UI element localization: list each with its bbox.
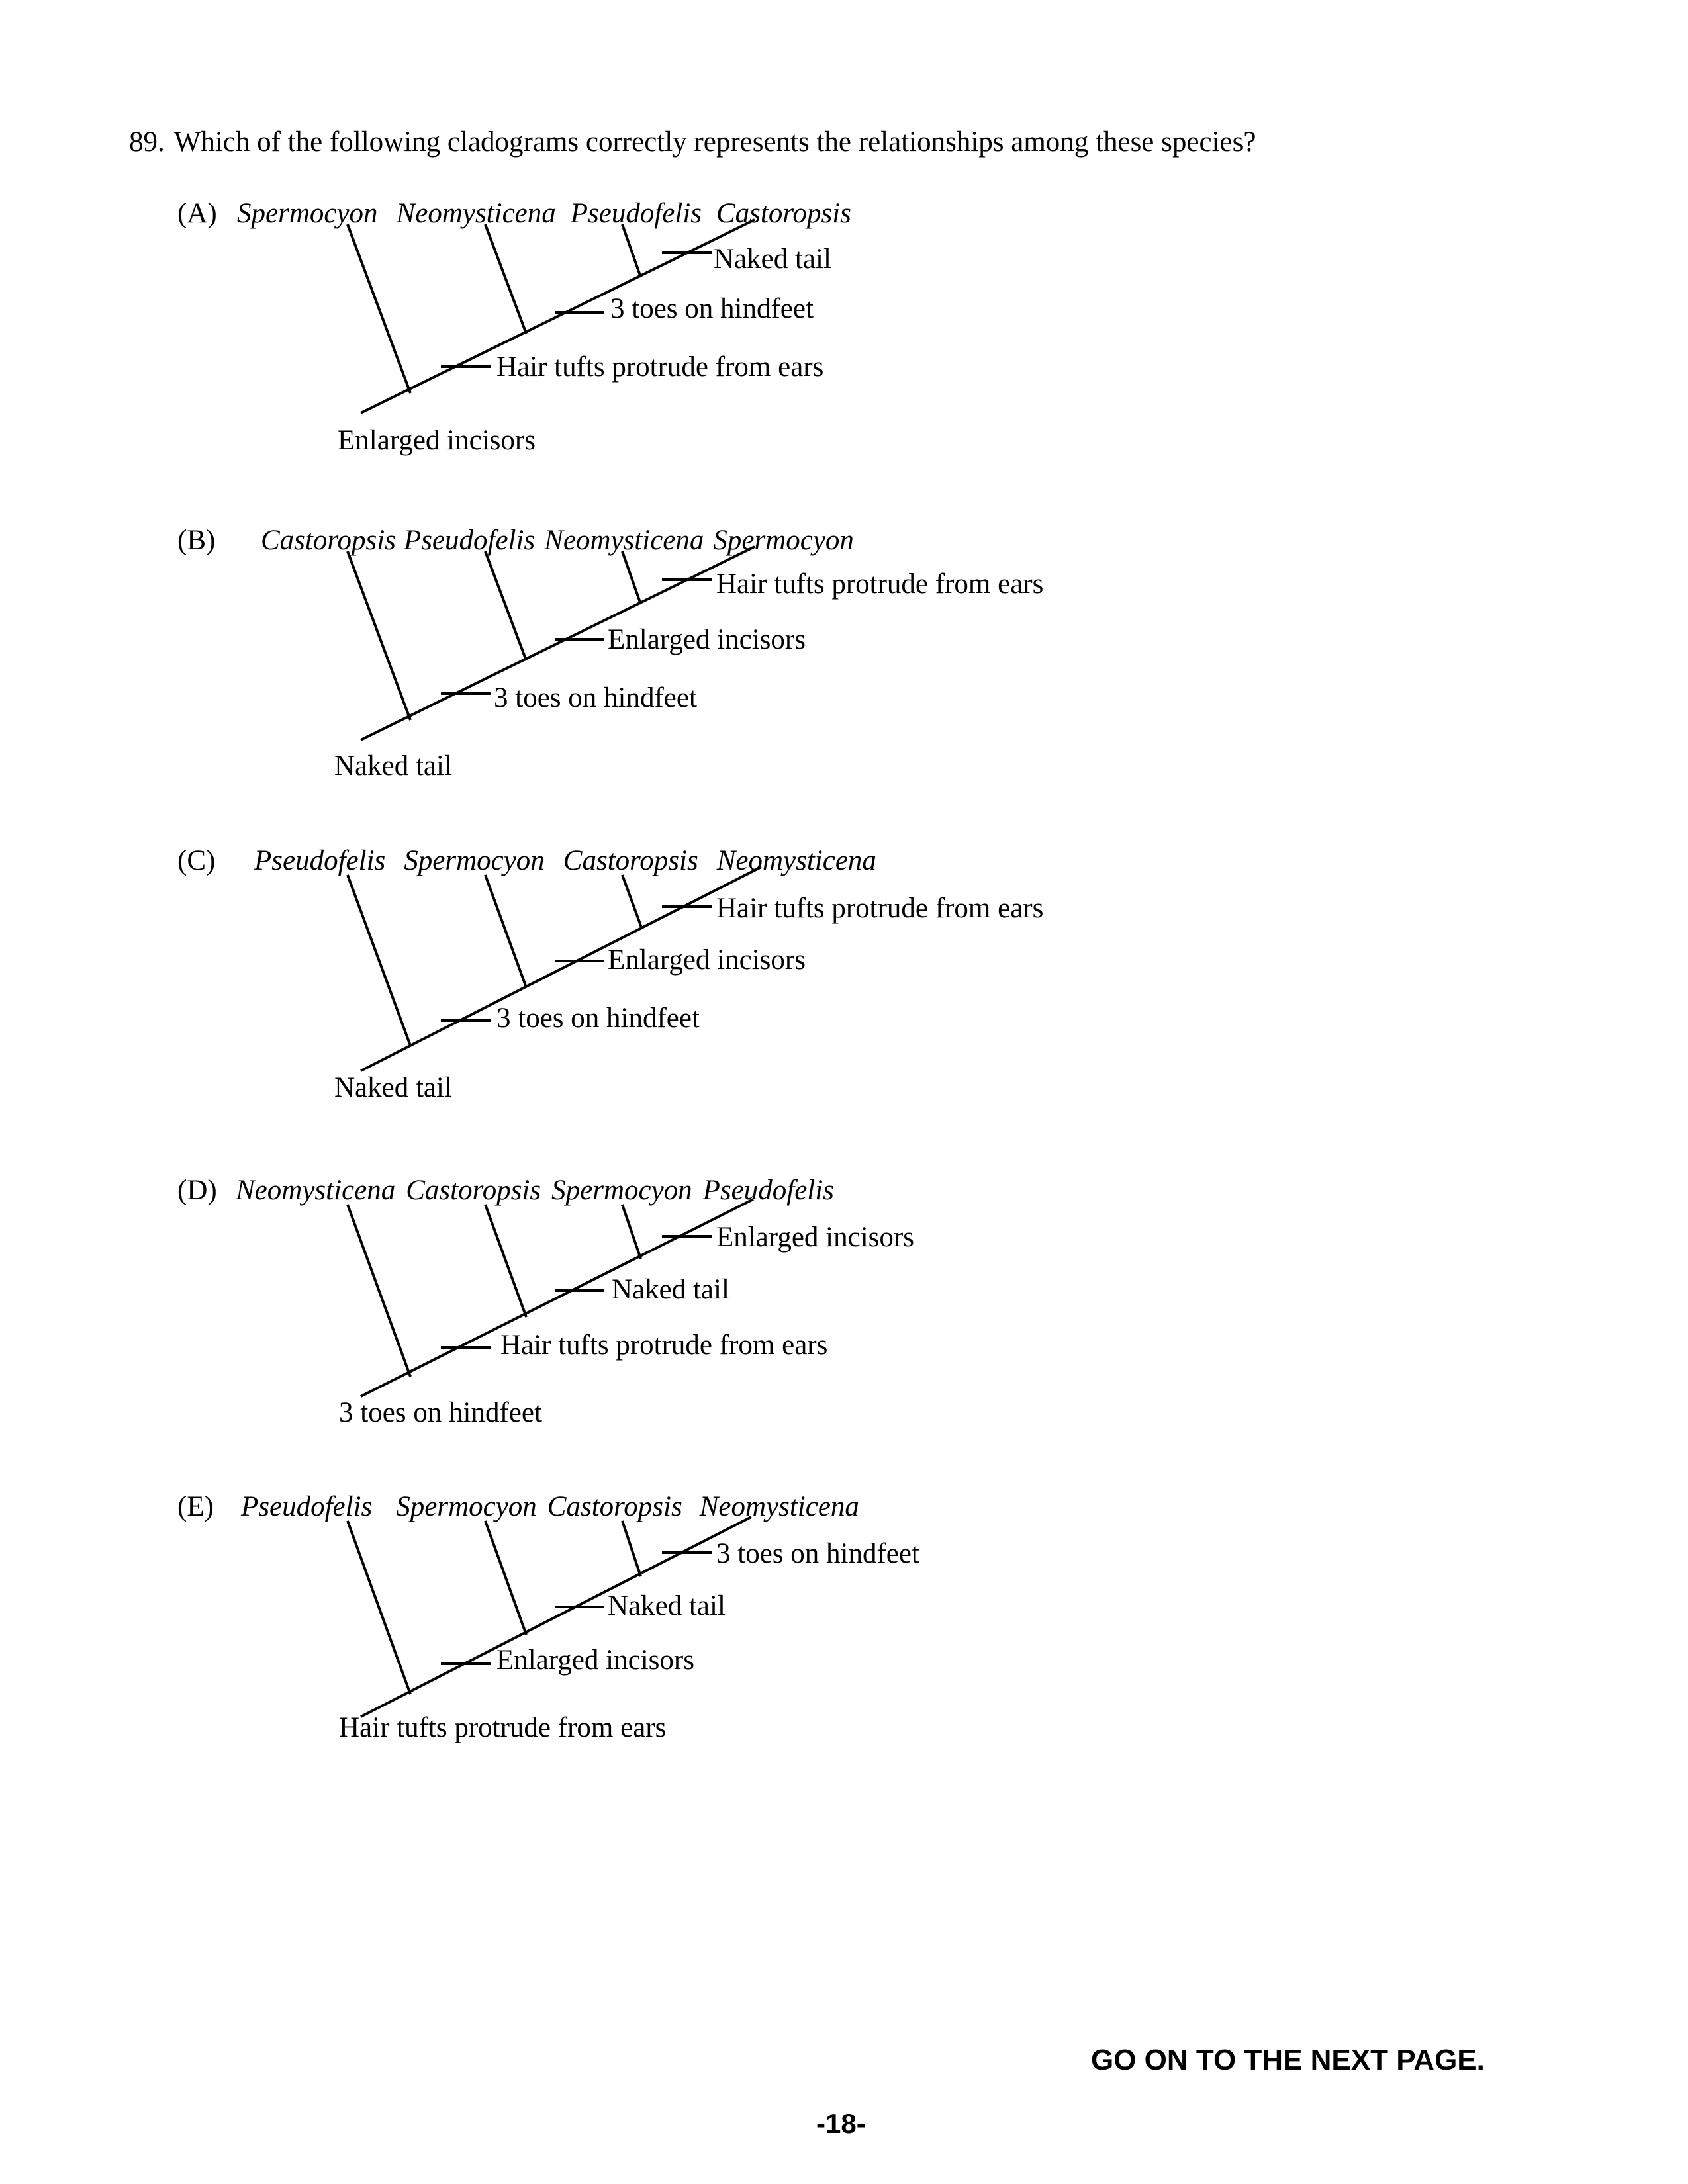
species-2: Pseudofelis (403, 525, 536, 556)
cladogram (346, 545, 755, 741)
trait-label-base: Enlarged incisors (338, 425, 536, 456)
branch-3 (621, 1520, 642, 1577)
cladogram (346, 218, 755, 414)
branch-1 (346, 1204, 412, 1377)
option-letter: (B) (177, 525, 216, 556)
trait-label-lower: Enlarged incisors (496, 1645, 694, 1676)
branch-2 (484, 551, 528, 661)
branch-1 (346, 1520, 412, 1695)
species-4: Castoropsis (716, 198, 851, 229)
option-letter: (C) (177, 845, 216, 876)
trait-label-middle: 3 toes on hindfeet (610, 293, 814, 324)
branch-3 (621, 874, 643, 930)
cladogram (346, 1198, 754, 1398)
branch-1 (346, 224, 412, 394)
species-4: Neomysticena (716, 845, 876, 876)
trait-label-top: Hair tufts protrude from ears (716, 569, 1044, 600)
species-row: Spermocyon Neomysticena Pseudofelis Castoro… (237, 197, 851, 230)
species-3: Castoropsis (563, 845, 698, 876)
branch-1 (346, 551, 412, 721)
trait-label-base: Naked tail (334, 751, 452, 782)
trait-label-middle: Enlarged incisors (608, 944, 806, 976)
species-row: Pseudofelis Spermocyon Castoropsis Neomysti… (241, 1490, 859, 1523)
species-row: Pseudofelis Spermocyon Castoropsis Neomysti… (254, 844, 876, 877)
species-3: Spermocyon (551, 1175, 692, 1206)
species-row: Neomysticena Castoropsis Spermocyon Pseudof… (236, 1174, 834, 1206)
species-1: Castoropsis (261, 525, 396, 556)
trait-label-middle: Naked tail (608, 1590, 726, 1621)
cladogram (346, 866, 762, 1072)
option-d: (D) Neomysticena Castoropsis Spermocyon Pse… (0, 1118, 1688, 1436)
trait-label-lower: Hair tufts protrude from ears (500, 1330, 828, 1361)
species-1: Pseudofelis (241, 1491, 373, 1522)
option-letter: (A) (177, 198, 217, 229)
species-1: Pseudofelis (254, 845, 386, 876)
trait-label-lower: 3 toes on hindfeet (496, 1003, 700, 1034)
trait-label-middle: Naked tail (612, 1274, 729, 1305)
species-4: Spermocyon (713, 525, 854, 556)
trait-label-base: Hair tufts protrude from ears (339, 1712, 667, 1743)
trait-label-lower: Hair tufts protrude from ears (496, 351, 824, 383)
branch-2 (484, 874, 528, 988)
trait-label-top: Naked tail (714, 244, 831, 275)
trait-label-middle: Enlarged incisors (608, 624, 806, 655)
main-axis (360, 1516, 752, 1718)
main-axis (360, 1198, 754, 1398)
question-prompt: 89.Which of the following cladograms cor… (129, 126, 1256, 158)
trait-label-base: 3 toes on hindfeet (339, 1397, 542, 1428)
species-2: Spermocyon (404, 845, 545, 876)
species-3: Castoropsis (547, 1491, 682, 1522)
go-on-next-page: GO ON TO THE NEXT PAGE. (1091, 2044, 1485, 2076)
branch-2 (484, 1204, 528, 1318)
page-number: -18- (816, 2108, 866, 2139)
trait-label-lower: 3 toes on hindfeet (494, 682, 697, 713)
cladogram (346, 1516, 752, 1718)
trait-label-top: Enlarged incisors (716, 1222, 914, 1253)
branch-3 (621, 1204, 642, 1259)
trait-label-base: Naked tail (334, 1072, 452, 1103)
option-a: (A) Spermocyon Neomysticena Pseudofelis Cas… (0, 142, 1688, 459)
branch-2 (484, 1520, 528, 1635)
species-3: Pseudofelis (570, 198, 702, 229)
species-1: Spermocyon (237, 198, 378, 229)
question-text: Which of the following cladograms correc… (173, 126, 1256, 158)
option-letter: (D) (177, 1175, 217, 1206)
species-1: Neomysticena (236, 1175, 396, 1206)
species-2: Neomysticena (396, 198, 556, 229)
option-e: (E) Pseudofelis Spermocyon Castoropsis Neom… (0, 1435, 1688, 1752)
trait-label-top: 3 toes on hindfeet (716, 1538, 919, 1569)
branch-3 (621, 551, 642, 605)
option-letter: (E) (177, 1491, 214, 1522)
question-number: 89. (129, 126, 165, 158)
branch-2 (484, 224, 528, 334)
branch-1 (346, 874, 412, 1046)
option-c: (C) Pseudofelis Spermocyon Castoropsis Neom… (0, 789, 1688, 1107)
trait-label-top: Hair tufts protrude from ears (716, 893, 1044, 924)
species-2: Spermocyon (396, 1491, 537, 1522)
species-4: Neomysticena (699, 1491, 859, 1522)
species-3: Neomysticena (544, 525, 704, 556)
main-axis (360, 866, 762, 1072)
species-2: Castoropsis (406, 1175, 541, 1206)
branch-3 (621, 224, 642, 278)
species-4: Pseudofelis (702, 1175, 834, 1206)
